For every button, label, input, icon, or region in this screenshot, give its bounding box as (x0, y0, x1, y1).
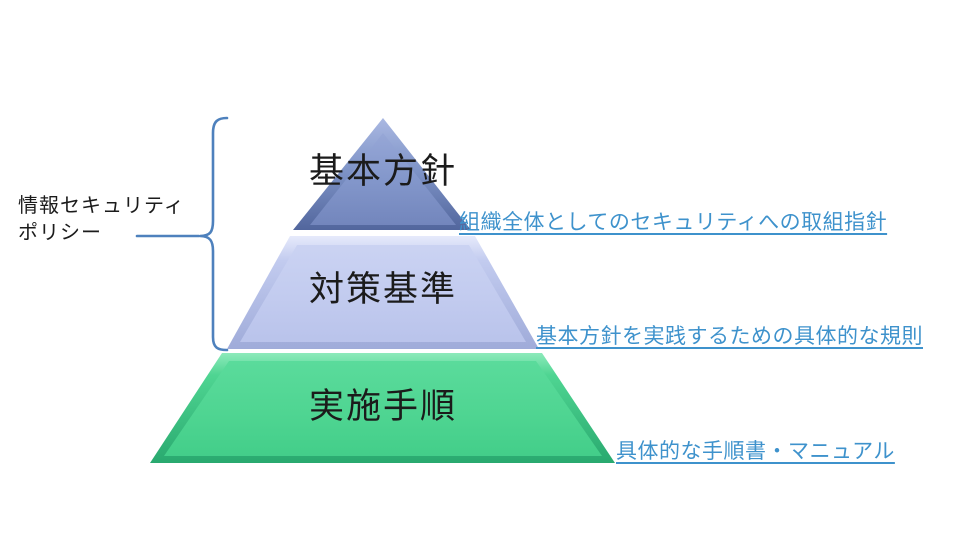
information-security-policy-label-line2: ポリシー (18, 222, 102, 244)
pyramid-tier-implementation-procedures-face (164, 361, 602, 456)
pyramid-tier-countermeasure-standards-face (240, 245, 526, 342)
pyramid-tier-implementation-procedures-shape (150, 353, 615, 463)
curly-brace-icon (135, 116, 229, 352)
curly-brace-path (199, 116, 229, 352)
tier-label-countermeasure-standards: 対策基準 (308, 270, 457, 309)
information-security-policy-label-line1: 情報セキュリティ (18, 195, 185, 217)
annotation-countermeasure-standards: 基本方針を実践するための具体的な規則 (536, 325, 923, 348)
information-security-policy-label: 情報セキュリティ ポリシー (18, 193, 185, 247)
annotation-basic-policy: 組織全体としてのセキュリティへの取組指針 (459, 211, 888, 234)
tier-label-implementation-procedures: 実施手順 (308, 387, 457, 426)
annotation-implementation-procedures: 具体的な手順書・マニュアル (616, 440, 895, 463)
tier-label-basic-policy: 基本方針 (308, 152, 457, 191)
